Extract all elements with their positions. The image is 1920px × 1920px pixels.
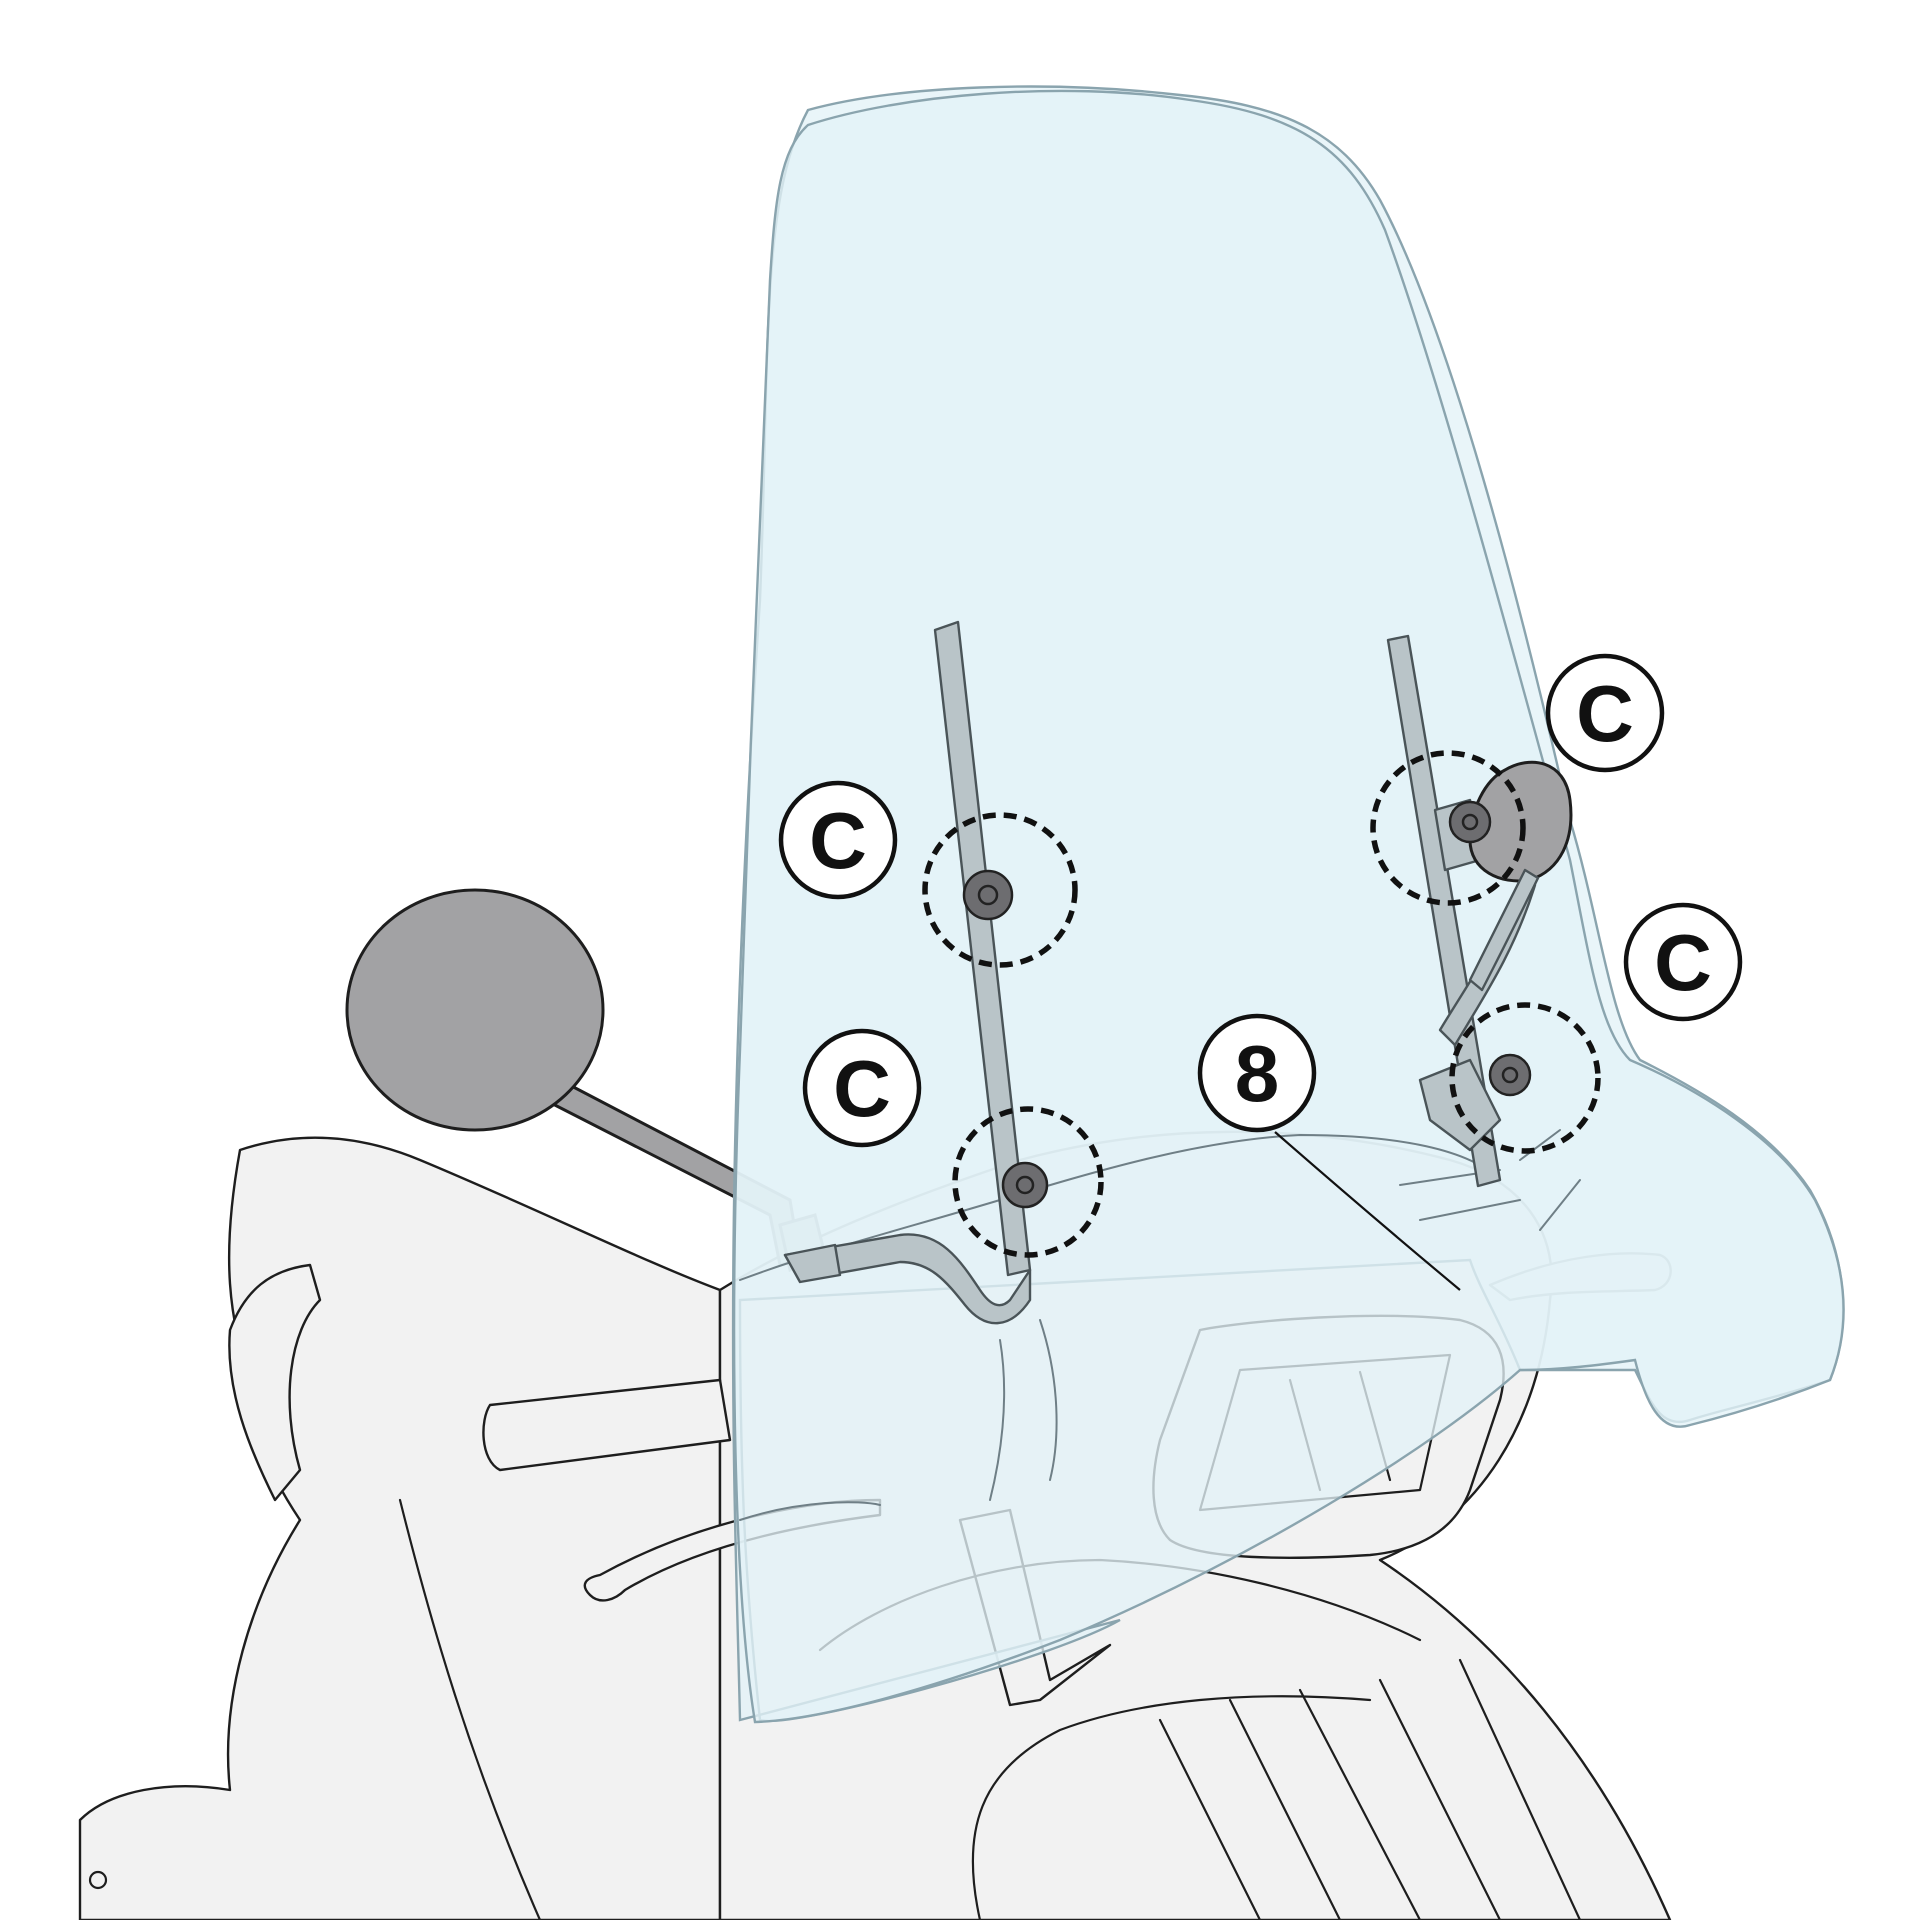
fixing-point-left-lower — [952, 1106, 1104, 1258]
panel-line-ribs — [1158, 1658, 1582, 1920]
fixing-point-left-upper — [922, 812, 1078, 968]
bolt-center — [1015, 1175, 1035, 1195]
callout-part-8: 8 — [1197, 1013, 1461, 1291]
dashed-ring — [1449, 1002, 1601, 1154]
right-bracket-lines-behind — [1399, 1129, 1581, 1231]
callout-label: C — [1576, 669, 1634, 758]
callout-c-right-upper: C — [1545, 653, 1665, 773]
right-bracket-upright — [1386, 634, 1502, 1188]
callout-circle — [1545, 653, 1665, 773]
fixing-point-right-upper — [1370, 750, 1526, 906]
callout-label: 8 — [1235, 1029, 1280, 1118]
fixing-points — [922, 750, 1601, 1258]
callout-8-leader — [1274, 1131, 1461, 1291]
callout-circle — [778, 780, 898, 900]
dashed-ring — [952, 1106, 1104, 1258]
dashed-ring — [1370, 750, 1526, 906]
dashed-ring — [922, 812, 1078, 968]
callout-label: C — [809, 796, 867, 885]
left-bracket-foot — [783, 1233, 1032, 1325]
callout-circle — [1197, 1013, 1317, 1133]
callout-circle — [1623, 902, 1743, 1022]
bolt-center — [1461, 813, 1479, 831]
callout-label: C — [833, 1044, 891, 1133]
bolt-center — [977, 884, 999, 906]
left-grip — [482, 1378, 732, 1472]
callout-circle — [802, 1028, 922, 1148]
callouts: C C C C 8 — [778, 653, 1743, 1291]
callout-c-left-lower: C — [802, 1028, 922, 1148]
bolt-center — [1501, 1066, 1519, 1084]
left-fairing — [78, 1136, 722, 1920]
cowl-center-behind — [989, 1319, 1058, 1501]
panel-line-left — [398, 1498, 542, 1920]
body-lower-curve — [971, 1695, 1372, 1920]
left-mirror-head — [345, 888, 605, 1132]
left-bracket-clamp — [783, 1243, 842, 1284]
callout-c-left-upper: C — [778, 780, 898, 900]
fixing-point-right-lower — [1449, 1002, 1601, 1154]
right-mirror-stem — [1468, 868, 1540, 992]
body-screw-hole — [88, 1870, 108, 1890]
lever-behind — [739, 1501, 881, 1521]
callout-c-right-lower: C — [1623, 902, 1743, 1022]
callout-label: C — [1654, 918, 1712, 1007]
left-grab-hole — [228, 1263, 322, 1502]
